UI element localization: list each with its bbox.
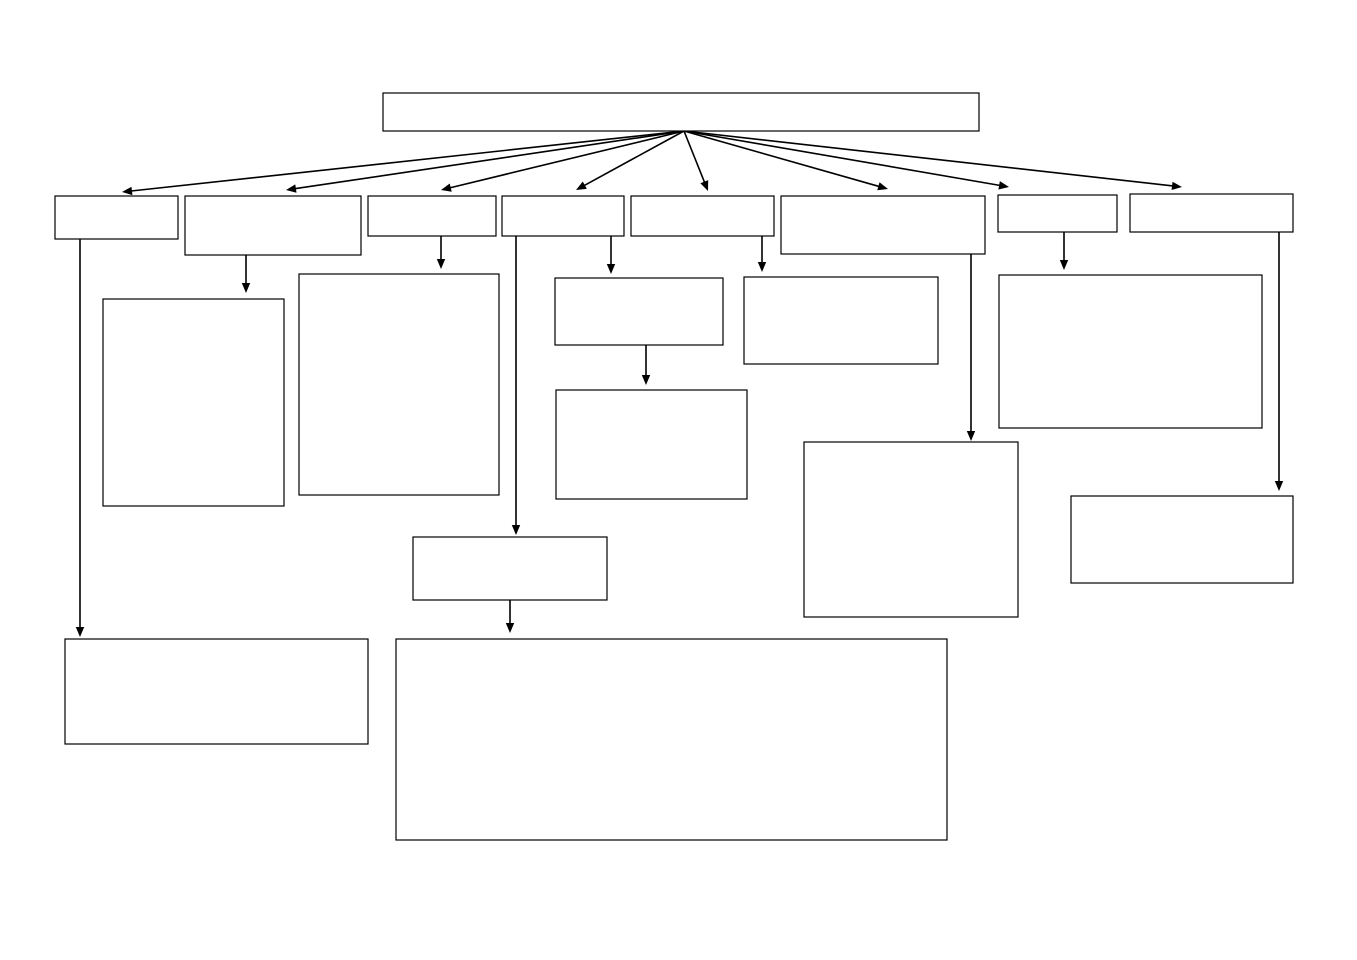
node-box: [184, 195, 362, 256]
node-branch-4-child-a-child-child: [395, 638, 948, 841]
edge-line: [293, 130, 685, 190]
edge-branch-7-to-branch-7-child: [1059, 232, 1069, 270]
node-branch-7: [997, 194, 1118, 233]
node-branch-4-child-b: [412, 536, 608, 601]
edge-branch-6-to-branch-6-child: [966, 254, 976, 441]
node-box: [630, 195, 775, 237]
node-box: [382, 92, 980, 132]
edge-branch-4-to-branch-4-child-b: [511, 236, 521, 535]
node-branch-4-child-a: [554, 277, 724, 346]
node-branch-5-child-a: [743, 276, 939, 365]
node-box: [554, 277, 724, 346]
node-branch-7-child: [1070, 495, 1294, 584]
node-branch-4-child-a-child: [555, 389, 748, 500]
node-box: [555, 389, 748, 500]
arrow-head: [1171, 181, 1182, 191]
node-box: [743, 276, 939, 365]
node-box: [298, 273, 500, 496]
node-box: [54, 195, 179, 240]
edge-root-to-branch-2: [286, 130, 685, 193]
arrow-head: [122, 186, 133, 196]
edge-line: [582, 130, 685, 187]
edge-branch-4-child-a-child-to-branch-4-child-a-child-child: [505, 600, 515, 633]
node-box: [412, 536, 608, 601]
edges-layer: [75, 130, 1284, 637]
edge-root-to-branch-7: [683, 130, 1009, 190]
arrow-head: [966, 431, 976, 441]
node-box: [367, 195, 497, 237]
edge-branch-1-to-branch-1-child: [75, 239, 85, 637]
arrow-head: [576, 181, 587, 190]
edge-branch-2-to-branch-2-child: [241, 255, 251, 293]
edge-branch-4-to-branch-4-child-a: [606, 236, 616, 274]
node-box: [997, 194, 1118, 233]
node-branch-1-child: [64, 638, 369, 745]
node-branch-6-child: [998, 274, 1263, 429]
node-box: [395, 638, 948, 841]
edge-root-to-branch-6: [683, 130, 888, 191]
arrow-head: [877, 182, 888, 191]
edge-root-to-branch-1: [122, 130, 685, 196]
node-box: [998, 274, 1263, 429]
node-box: [1129, 193, 1294, 233]
edge-branch-3-to-branch-3-child: [436, 236, 446, 269]
node-box: [102, 298, 285, 507]
arrow-head: [505, 623, 515, 633]
node-box: [803, 441, 1019, 618]
edge-line: [129, 130, 685, 192]
arrow-head: [436, 259, 446, 269]
node-branch-4: [501, 195, 625, 237]
arrow-head: [1274, 481, 1284, 491]
edge-branch-4-child-a-to-branch-4-child-a-child: [641, 345, 651, 385]
arrow-head: [75, 627, 85, 637]
edge-root-to-branch-4: [576, 130, 685, 190]
edge-line: [683, 130, 1175, 187]
node-branch-2: [184, 195, 362, 256]
node-branch-5: [630, 195, 775, 237]
node-branch-3: [367, 195, 497, 237]
edge-root-to-branch-5: [683, 130, 709, 191]
node-branch-6: [780, 195, 986, 255]
arrow-head: [998, 181, 1009, 190]
edge-branch-5-to-branch-5-child-a: [757, 236, 767, 272]
node-branch-8: [1129, 193, 1294, 233]
edge-line: [683, 130, 706, 184]
arrow-head: [700, 180, 709, 191]
node-box: [1070, 495, 1294, 584]
edge-line: [448, 130, 685, 189]
edge-root-to-branch-3: [441, 130, 685, 192]
arrow-head: [757, 262, 767, 272]
node-root: [382, 92, 980, 132]
node-branch-1: [54, 195, 179, 240]
edge-root-to-branch-8: [683, 130, 1182, 191]
edge-line: [683, 130, 1002, 187]
edge-branch-8-to-branch-8-child: [1274, 232, 1284, 491]
node-branch-3-child: [298, 273, 500, 496]
arrow-head: [1059, 260, 1069, 270]
edge-line: [683, 130, 881, 188]
arrow-head: [641, 375, 651, 385]
nodes-layer: [54, 92, 1294, 841]
node-box: [780, 195, 986, 255]
arrow-head: [286, 184, 297, 193]
node-branch-5-child-b: [803, 441, 1019, 618]
node-box: [64, 638, 369, 745]
node-branch-2-child: [102, 298, 285, 507]
arrow-head: [511, 525, 521, 535]
arrow-head: [241, 283, 251, 293]
node-box: [501, 195, 625, 237]
arrow-head: [441, 183, 452, 192]
arrow-head: [606, 264, 616, 274]
